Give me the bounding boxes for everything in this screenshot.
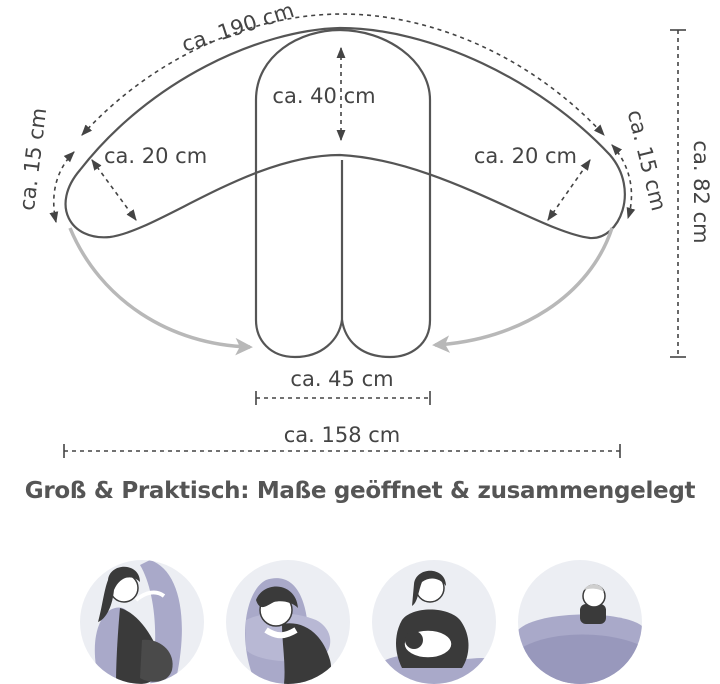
label-158cm: ca. 158 cm: [284, 423, 401, 447]
pillow-dimension-diagram: ca. 190 cm ca. 40 cm ca. 20 cm ca. 20 cm…: [15, 0, 713, 458]
label-20cm-right: ca. 20 cm: [474, 144, 577, 168]
label-190cm: ca. 190 cm: [179, 0, 297, 57]
dimension-line-20-left: [91, 159, 137, 221]
label-20cm-left: ca. 20 cm: [104, 144, 207, 168]
fold-arrow-left: [68, 227, 253, 356]
pillow-outline: [64, 26, 626, 359]
dimension-ticks: [63, 29, 686, 458]
usage-breastfeeding: [372, 560, 496, 684]
dimension-line-20-right: [547, 159, 591, 221]
pillow-folded-center: [254, 28, 432, 359]
fold-arrow-right: [432, 227, 614, 353]
dimension-line-15-right: [611, 144, 636, 220]
usage-illustrations: [0, 560, 720, 684]
label-15cm-left: ca. 15 cm: [15, 106, 51, 211]
label-82cm: ca. 82 cm: [689, 140, 713, 243]
usage-pregnant-side-sleeping: [80, 560, 204, 684]
usage-sleeping-with-pillow: [226, 560, 350, 684]
usage-baby-nest: [518, 560, 642, 684]
dimension-line-15-left: [49, 151, 75, 224]
label-15cm-right: ca. 15 cm: [623, 107, 671, 213]
caption-headline: Groß & Praktisch: Maße geöffnet & zusamm…: [24, 478, 696, 504]
dimension-line-190: [81, 13, 605, 136]
pillow-outer-edge: [64, 26, 626, 240]
label-45cm: ca. 45 cm: [290, 367, 393, 391]
label-40cm: ca. 40 cm: [272, 84, 375, 108]
